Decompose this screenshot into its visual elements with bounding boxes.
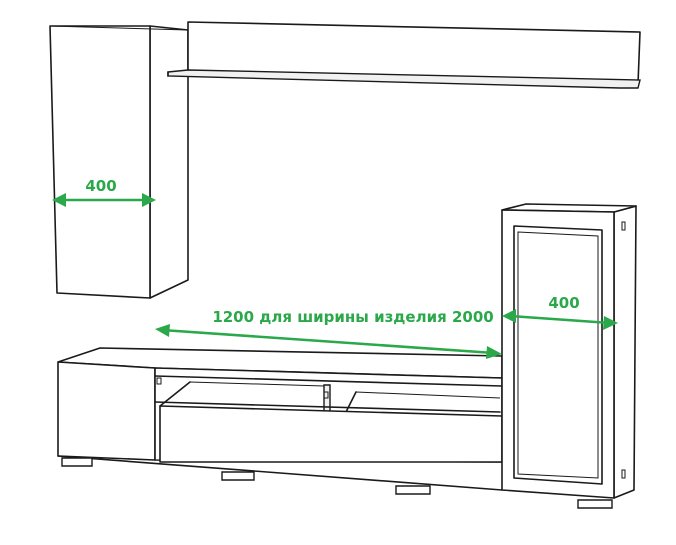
wall-cabinet-top-edge xyxy=(49,25,189,31)
tv-stand-niche-top xyxy=(154,375,503,387)
tall-cabinet-glass-inner xyxy=(517,231,599,479)
tv-stand-divider xyxy=(323,384,331,415)
tv-stand-hinge-mid xyxy=(323,391,329,399)
tall-cabinet-side xyxy=(613,205,637,499)
arrow-right-icon xyxy=(486,346,502,359)
tv-stand-drawer xyxy=(159,405,503,463)
dimension-label: 400 xyxy=(548,294,579,312)
tv-stand xyxy=(57,347,503,495)
tall-cabinet-door xyxy=(501,209,615,499)
tv-stand-right-niche-edge xyxy=(345,391,357,413)
tall-cabinet-hinge-top xyxy=(621,221,626,231)
arrow-left-icon xyxy=(155,324,170,337)
tv-stand-base-line xyxy=(57,455,503,491)
arrow-left-icon xyxy=(52,193,66,207)
wall-cabinet-door xyxy=(49,25,151,299)
tv-stand-foot-3 xyxy=(395,485,431,495)
arrow-left-icon xyxy=(502,309,516,323)
tv-stand-back-line-left xyxy=(189,381,325,387)
dimension-tv-stand: 1200 для ширины изделия 2000 xyxy=(155,308,502,359)
arrow-right-icon xyxy=(603,316,618,330)
dimension-label: 1200 для ширины изделия 2000 xyxy=(212,308,493,326)
wall-shelf-unit xyxy=(167,21,641,89)
dimension-line xyxy=(161,328,495,355)
arrow-right-icon xyxy=(142,193,156,207)
tv-stand-hinge-left xyxy=(156,377,162,385)
dimension-label: 400 xyxy=(85,177,116,195)
dimension-wall-cabinet: 400 xyxy=(52,177,156,207)
tv-stand-shelf-line xyxy=(154,401,501,413)
tall-cabinet-hinge-bottom xyxy=(621,469,626,479)
tall-cabinet-glass xyxy=(513,225,603,485)
dimension-line xyxy=(509,314,611,325)
tall-cabinet xyxy=(501,203,637,509)
wall-cabinet xyxy=(49,25,189,299)
dimension-tall-cabinet: 400 xyxy=(502,294,618,330)
wall-cabinet-side xyxy=(149,25,189,299)
tall-cabinet-foot xyxy=(577,499,613,509)
tv-stand-back-line-right xyxy=(355,391,501,399)
tv-stand-left-door xyxy=(57,361,156,461)
tv-stand-foot-1 xyxy=(61,457,93,467)
tv-stand-foot-2 xyxy=(221,471,255,481)
